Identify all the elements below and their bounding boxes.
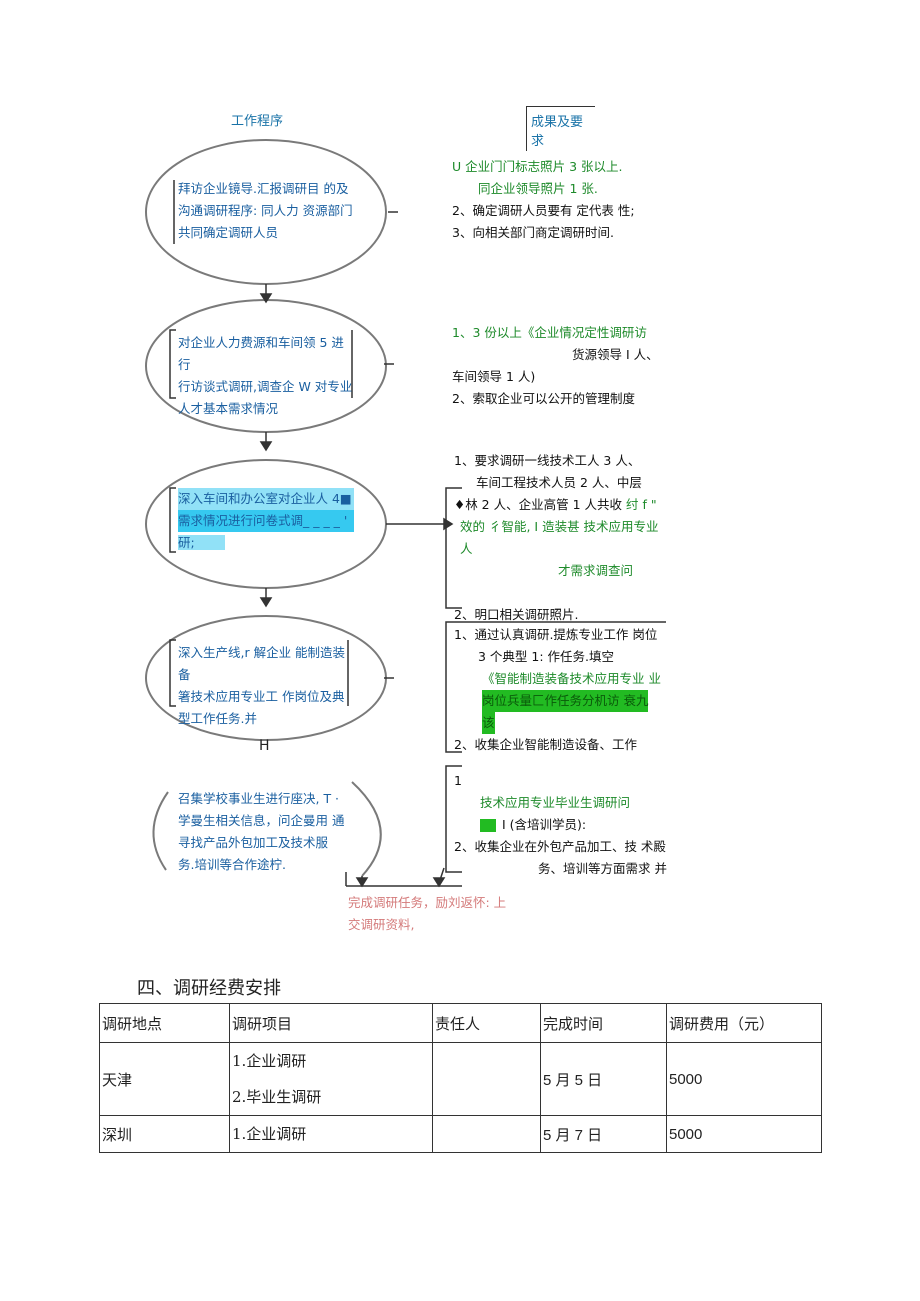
result1-line: 同企业领导照片 1 张.	[478, 181, 598, 196]
result3-line: 纣 f "	[626, 497, 657, 512]
cell-place: 天津	[99, 1042, 230, 1116]
result3-line: 车间工程技术人员 2 人、中层	[476, 475, 642, 490]
result2-line: 2、索取企业可以公开的管理制度	[452, 391, 635, 406]
result3-line: 1、要求调研一线技术工人 3 人、	[454, 453, 641, 468]
result5: 1 技术应用专业毕业生调研问 I (含培训学员): 2、收集企业在外包产品加工、…	[454, 770, 670, 874]
cell-item-line: 1.企业调研	[232, 1052, 307, 1070]
step4-line: 型工作任务.并	[178, 711, 257, 726]
result1: U 企业门门标志照片 3 张以上. 同企业领导照片 1 张. 2、确定调研人员要…	[452, 156, 662, 244]
cell-date: 5 月 5 日	[540, 1042, 667, 1116]
result3-line: ♦林 2 人、企业高管 1 人共收	[454, 497, 623, 512]
step2-bracket	[169, 329, 176, 399]
result5-line: 务、培训等方面需求 并	[538, 861, 667, 874]
result4-line: 2、收集企业智能制造设备、工作	[454, 737, 637, 752]
flowchart-graphics	[145, 139, 666, 888]
flow-header-procedure: 工作程序	[231, 114, 284, 129]
header-place: 调研地点	[99, 1003, 230, 1043]
result3-line: 效的 彳智能, I 造装甚 技术应用专业人	[460, 519, 659, 556]
cell-person	[432, 1042, 541, 1116]
step4-bracket	[169, 639, 176, 707]
result3-line: 才需求调查问	[558, 563, 634, 578]
final-result-line: 完成调研任务，励刘返怀: 上	[348, 895, 507, 910]
header-date: 完成时间	[540, 1003, 667, 1043]
step3-text: 深入车间和办公室对企业人 4■ 需求情况进行问卷式调_ _ _ _ ' 研;	[178, 488, 354, 554]
result2-line: 货源领导 I 人、	[572, 347, 659, 362]
result2-line: 车间领导 1 人)	[452, 369, 536, 384]
step1-text: 拜访企业镜导.汇报调研目 的及 沟通调研程序: 同人力 资源部门 共同确定调研人…	[178, 178, 356, 244]
header-cost: 调研费用（元）	[666, 1003, 822, 1043]
header-item: 调研项目	[229, 1003, 433, 1043]
step2-line: 对企业人力费源和车间领 5 进行	[178, 335, 344, 372]
result3-line: 2、明口相关调研照片.	[454, 607, 579, 622]
cell-date: 5 月 7 日	[540, 1115, 667, 1153]
step3-bracket	[169, 487, 176, 553]
result1-line: 3、向相关部门商定调研时间.	[452, 225, 614, 240]
budget-table: 调研地点 调研项目 责任人 完成时间 调研费用（元） 天津 1.企业调研 2.毕…	[99, 1003, 822, 1153]
result4-line: 1、通过认真调研.提炼专业工作 岗位	[454, 627, 658, 642]
step3-line: 研;	[178, 535, 225, 550]
cell-cost: 5000	[666, 1042, 822, 1116]
step1-line: 拜访企业镜导.汇报调研目 的及	[178, 181, 349, 196]
result3-bracket	[445, 487, 462, 609]
step5-right-arc	[351, 781, 382, 877]
result5-bracket	[445, 765, 462, 873]
result1-line: 2、确定调研人员要有 定代表 性;	[452, 203, 635, 218]
step3-line: 需求情况进行问卷式调_ _ _ _ '	[178, 510, 354, 532]
step4-line: 箸技术应用专业工 作岗位及典	[178, 689, 345, 704]
step1-line: 共同确定调研人员	[178, 225, 279, 240]
flow-header-results: 成果及要求	[526, 106, 595, 151]
result3: 1、要求调研一线技术工人 3 人、 车间工程技术人员 2 人、中层 ♦林 2 人…	[454, 450, 670, 626]
step2-line: 人才基本需求情况	[178, 401, 279, 416]
result5-line: 1	[454, 773, 462, 788]
final-result: 完成调研任务，励刘返怀: 上 交调研资料,	[348, 892, 548, 936]
cell-place: 深圳	[99, 1115, 230, 1153]
result2: 1、3 份以上《企业情况定性调研访 货源领导 I 人、 车间领导 1 人) 2、…	[452, 322, 672, 410]
result1-line: U 企业门门标志照片 3 张以上.	[452, 159, 623, 174]
result4-bracket	[445, 621, 666, 753]
result4-line: 《智能制造装备技术应用专业 业	[482, 671, 661, 686]
result2-line: 1、3 份以上《企业情况定性调研访	[452, 325, 647, 340]
step5-line: 召集学校事业生进行座决, T ·	[178, 791, 340, 806]
green-square-icon	[480, 819, 496, 832]
step2-text: 对企业人力费源和车间领 5 进行 行访谈式调研,调查企 W 对专业 人才基本需求…	[178, 332, 356, 420]
step1-line: 沟通调研程序: 同人力 资源部门	[178, 203, 353, 218]
result4: 1、通过认真调研.提炼专业工作 岗位 3 个典型 1: 作任务.填空 《智能制造…	[454, 624, 670, 756]
cell-item-line: 2.毕业生调研	[232, 1088, 322, 1106]
cell-item-line: 1.企业调研	[232, 1125, 307, 1143]
step2-line: 行访谈式调研,调查企 W 对专业	[178, 379, 353, 394]
step5-left-arc	[152, 791, 169, 871]
result5-line: 技术应用专业毕业生调研问	[480, 795, 631, 810]
step4-marker: H	[259, 738, 270, 754]
result4-line: 3 个典型 1: 作任务.填空	[478, 649, 615, 664]
header-person: 责任人	[432, 1003, 541, 1043]
result5-line: I (含培训学员):	[502, 817, 587, 832]
result5-line: 2、收集企业在外包产品加工、技 术殿	[454, 839, 666, 854]
result4-line: 岗位兵量匚作任务分机访 衰九	[482, 690, 649, 712]
cell-person	[432, 1115, 541, 1153]
step5-line: 学曼生相关信息，问企曼用 通	[178, 813, 345, 828]
step4-line: 深入生产线,r 解企业 能制造装备	[178, 645, 346, 682]
result4-line: 该	[482, 712, 495, 734]
final-result-line: 交调研资料,	[348, 917, 415, 932]
step4-text: 深入生产线,r 解企业 能制造装备 箸技术应用专业工 作岗位及典 型工作任务.并	[178, 642, 350, 730]
table-row: 天津 1.企业调研 2.毕业生调研 5 月 5 日 5000	[99, 1042, 822, 1116]
budget-section-title: 四、调研经费安排	[137, 978, 281, 999]
table-row: 深圳 1.企业调研 5 月 7 日 5000	[99, 1115, 822, 1153]
cell-items: 1.企业调研	[229, 1115, 433, 1153]
step5-line: 务.培训等合作途柠.	[178, 857, 286, 872]
step3-line: 深入车间和办公室对企业人 4■	[178, 488, 354, 510]
cell-cost: 5000	[666, 1115, 822, 1153]
step5-text: 召集学校事业生进行座决, T · 学曼生相关信息，问企曼用 通 寻找产品外包加工…	[178, 788, 358, 876]
table-header-row: 调研地点 调研项目 责任人 完成时间 调研费用（元）	[99, 1003, 822, 1043]
step5-line: 寻找产品外包加工及技术服	[178, 835, 329, 850]
cell-items: 1.企业调研 2.毕业生调研	[229, 1042, 433, 1116]
